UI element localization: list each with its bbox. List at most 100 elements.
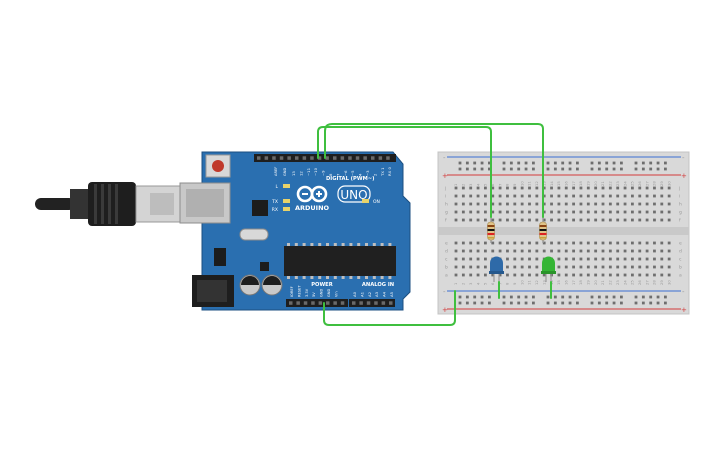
breadboard-hole[interactable] <box>528 241 531 245</box>
breadboard-hole[interactable] <box>535 218 539 222</box>
breadboard-hole[interactable] <box>623 265 627 269</box>
header-hole[interactable] <box>311 301 315 305</box>
breadboard-hole[interactable] <box>484 249 487 253</box>
breadboard-hole[interactable] <box>542 273 546 277</box>
rail-hole[interactable] <box>641 161 645 165</box>
breadboard-hole[interactable] <box>667 249 671 253</box>
breadboard-hole[interactable] <box>542 218 546 222</box>
breadboard-hole[interactable] <box>469 249 473 253</box>
breadboard-hole[interactable] <box>564 273 568 277</box>
rail-hole[interactable] <box>561 167 565 171</box>
rail-hole[interactable] <box>612 295 616 299</box>
rail-hole[interactable] <box>465 295 469 299</box>
breadboard-hole[interactable] <box>564 186 568 190</box>
breadboard-hole[interactable] <box>667 186 671 190</box>
rail-hole[interactable] <box>546 167 550 171</box>
breadboard-hole[interactable] <box>601 249 605 253</box>
breadboard-hole[interactable] <box>484 210 487 214</box>
breadboard-hole[interactable] <box>638 241 642 245</box>
breadboard-hole[interactable] <box>572 210 575 214</box>
breadboard-hole[interactable] <box>491 218 495 222</box>
breadboard-hole[interactable] <box>498 210 502 214</box>
header-hole[interactable] <box>355 156 360 160</box>
rail-hole[interactable] <box>664 167 667 171</box>
breadboard-hole[interactable] <box>520 186 524 190</box>
breadboard-hole[interactable] <box>528 194 531 198</box>
breadboard-hole[interactable] <box>608 249 612 253</box>
breadboard-hole[interactable] <box>498 218 502 222</box>
header-hole[interactable] <box>257 156 261 160</box>
breadboard-hole[interactable] <box>498 273 502 277</box>
breadboard-hole[interactable] <box>667 202 671 206</box>
breadboard-hole[interactable] <box>638 210 642 214</box>
breadboard-hole[interactable] <box>461 202 465 206</box>
rail-hole[interactable] <box>590 295 594 299</box>
breadboard-hole[interactable] <box>586 218 590 222</box>
breadboard-hole[interactable] <box>520 241 524 245</box>
breadboard-hole[interactable] <box>469 186 473 190</box>
rail-hole[interactable] <box>465 301 469 305</box>
breadboard-hole[interactable] <box>579 241 583 245</box>
breadboard-hole[interactable] <box>579 194 583 198</box>
breadboard-hole[interactable] <box>667 194 671 198</box>
breadboard-hole[interactable] <box>550 218 553 222</box>
breadboard-hole[interactable] <box>638 202 642 206</box>
rail-hole[interactable] <box>509 161 513 165</box>
breadboard-hole[interactable] <box>542 202 546 206</box>
breadboard-hole[interactable] <box>491 186 495 190</box>
breadboard-hole[interactable] <box>645 257 649 261</box>
header-hole[interactable] <box>333 301 337 305</box>
breadboard-hole[interactable] <box>660 202 664 206</box>
breadboard-hole[interactable] <box>557 265 561 269</box>
breadboard-hole[interactable] <box>557 186 561 190</box>
breadboard-hole[interactable] <box>660 273 664 277</box>
rail-hole[interactable] <box>458 301 462 305</box>
rail-hole[interactable] <box>649 161 653 165</box>
breadboard-hole[interactable] <box>616 210 620 214</box>
rail-hole[interactable] <box>532 161 535 165</box>
rail-hole[interactable] <box>620 301 623 305</box>
breadboard-hole[interactable] <box>476 218 480 222</box>
breadboard-hole[interactable] <box>513 202 517 206</box>
breadboard-hole[interactable] <box>513 186 517 190</box>
breadboard-hole[interactable] <box>506 265 509 269</box>
breadboard-hole[interactable] <box>631 210 634 214</box>
breadboard-hole[interactable] <box>623 210 627 214</box>
breadboard-hole[interactable] <box>645 249 649 253</box>
rail-hole[interactable] <box>480 167 484 171</box>
breadboard-hole[interactable] <box>506 202 509 206</box>
breadboard-hole[interactable] <box>564 257 568 261</box>
breadboard-hole[interactable] <box>542 194 546 198</box>
breadboard-hole[interactable] <box>564 241 568 245</box>
rail-hole[interactable] <box>576 301 579 305</box>
breadboard-hole[interactable] <box>454 202 458 206</box>
breadboard-hole[interactable] <box>484 257 487 261</box>
breadboard-hole[interactable] <box>660 249 664 253</box>
breadboard-hole[interactable] <box>645 210 649 214</box>
breadboard-hole[interactable] <box>601 257 605 261</box>
header-hole[interactable] <box>378 156 383 160</box>
breadboard-hole[interactable] <box>631 257 634 261</box>
breadboard-hole[interactable] <box>476 257 480 261</box>
breadboard-hole[interactable] <box>594 186 598 190</box>
breadboard-hole[interactable] <box>542 241 546 245</box>
breadboard-hole[interactable] <box>608 241 612 245</box>
breadboard-hole[interactable] <box>454 194 458 198</box>
breadboard-hole[interactable] <box>535 202 539 206</box>
power-header[interactable] <box>286 299 348 307</box>
breadboard-hole[interactable] <box>528 202 531 206</box>
rail-hole[interactable] <box>517 167 521 171</box>
breadboard-hole[interactable] <box>454 218 458 222</box>
breadboard-hole[interactable] <box>572 202 575 206</box>
breadboard-hole[interactable] <box>454 249 458 253</box>
wire-gnd-rail[interactable] <box>323 290 456 326</box>
rail-hole[interactable] <box>612 161 616 165</box>
rail-hole[interactable] <box>517 161 521 165</box>
rail-hole[interactable] <box>532 295 535 299</box>
rail-hole[interactable] <box>509 167 513 171</box>
breadboard-hole[interactable] <box>579 186 583 190</box>
breadboard-hole[interactable] <box>542 186 546 190</box>
breadboard-hole[interactable] <box>616 265 620 269</box>
rail-hole[interactable] <box>509 301 513 305</box>
